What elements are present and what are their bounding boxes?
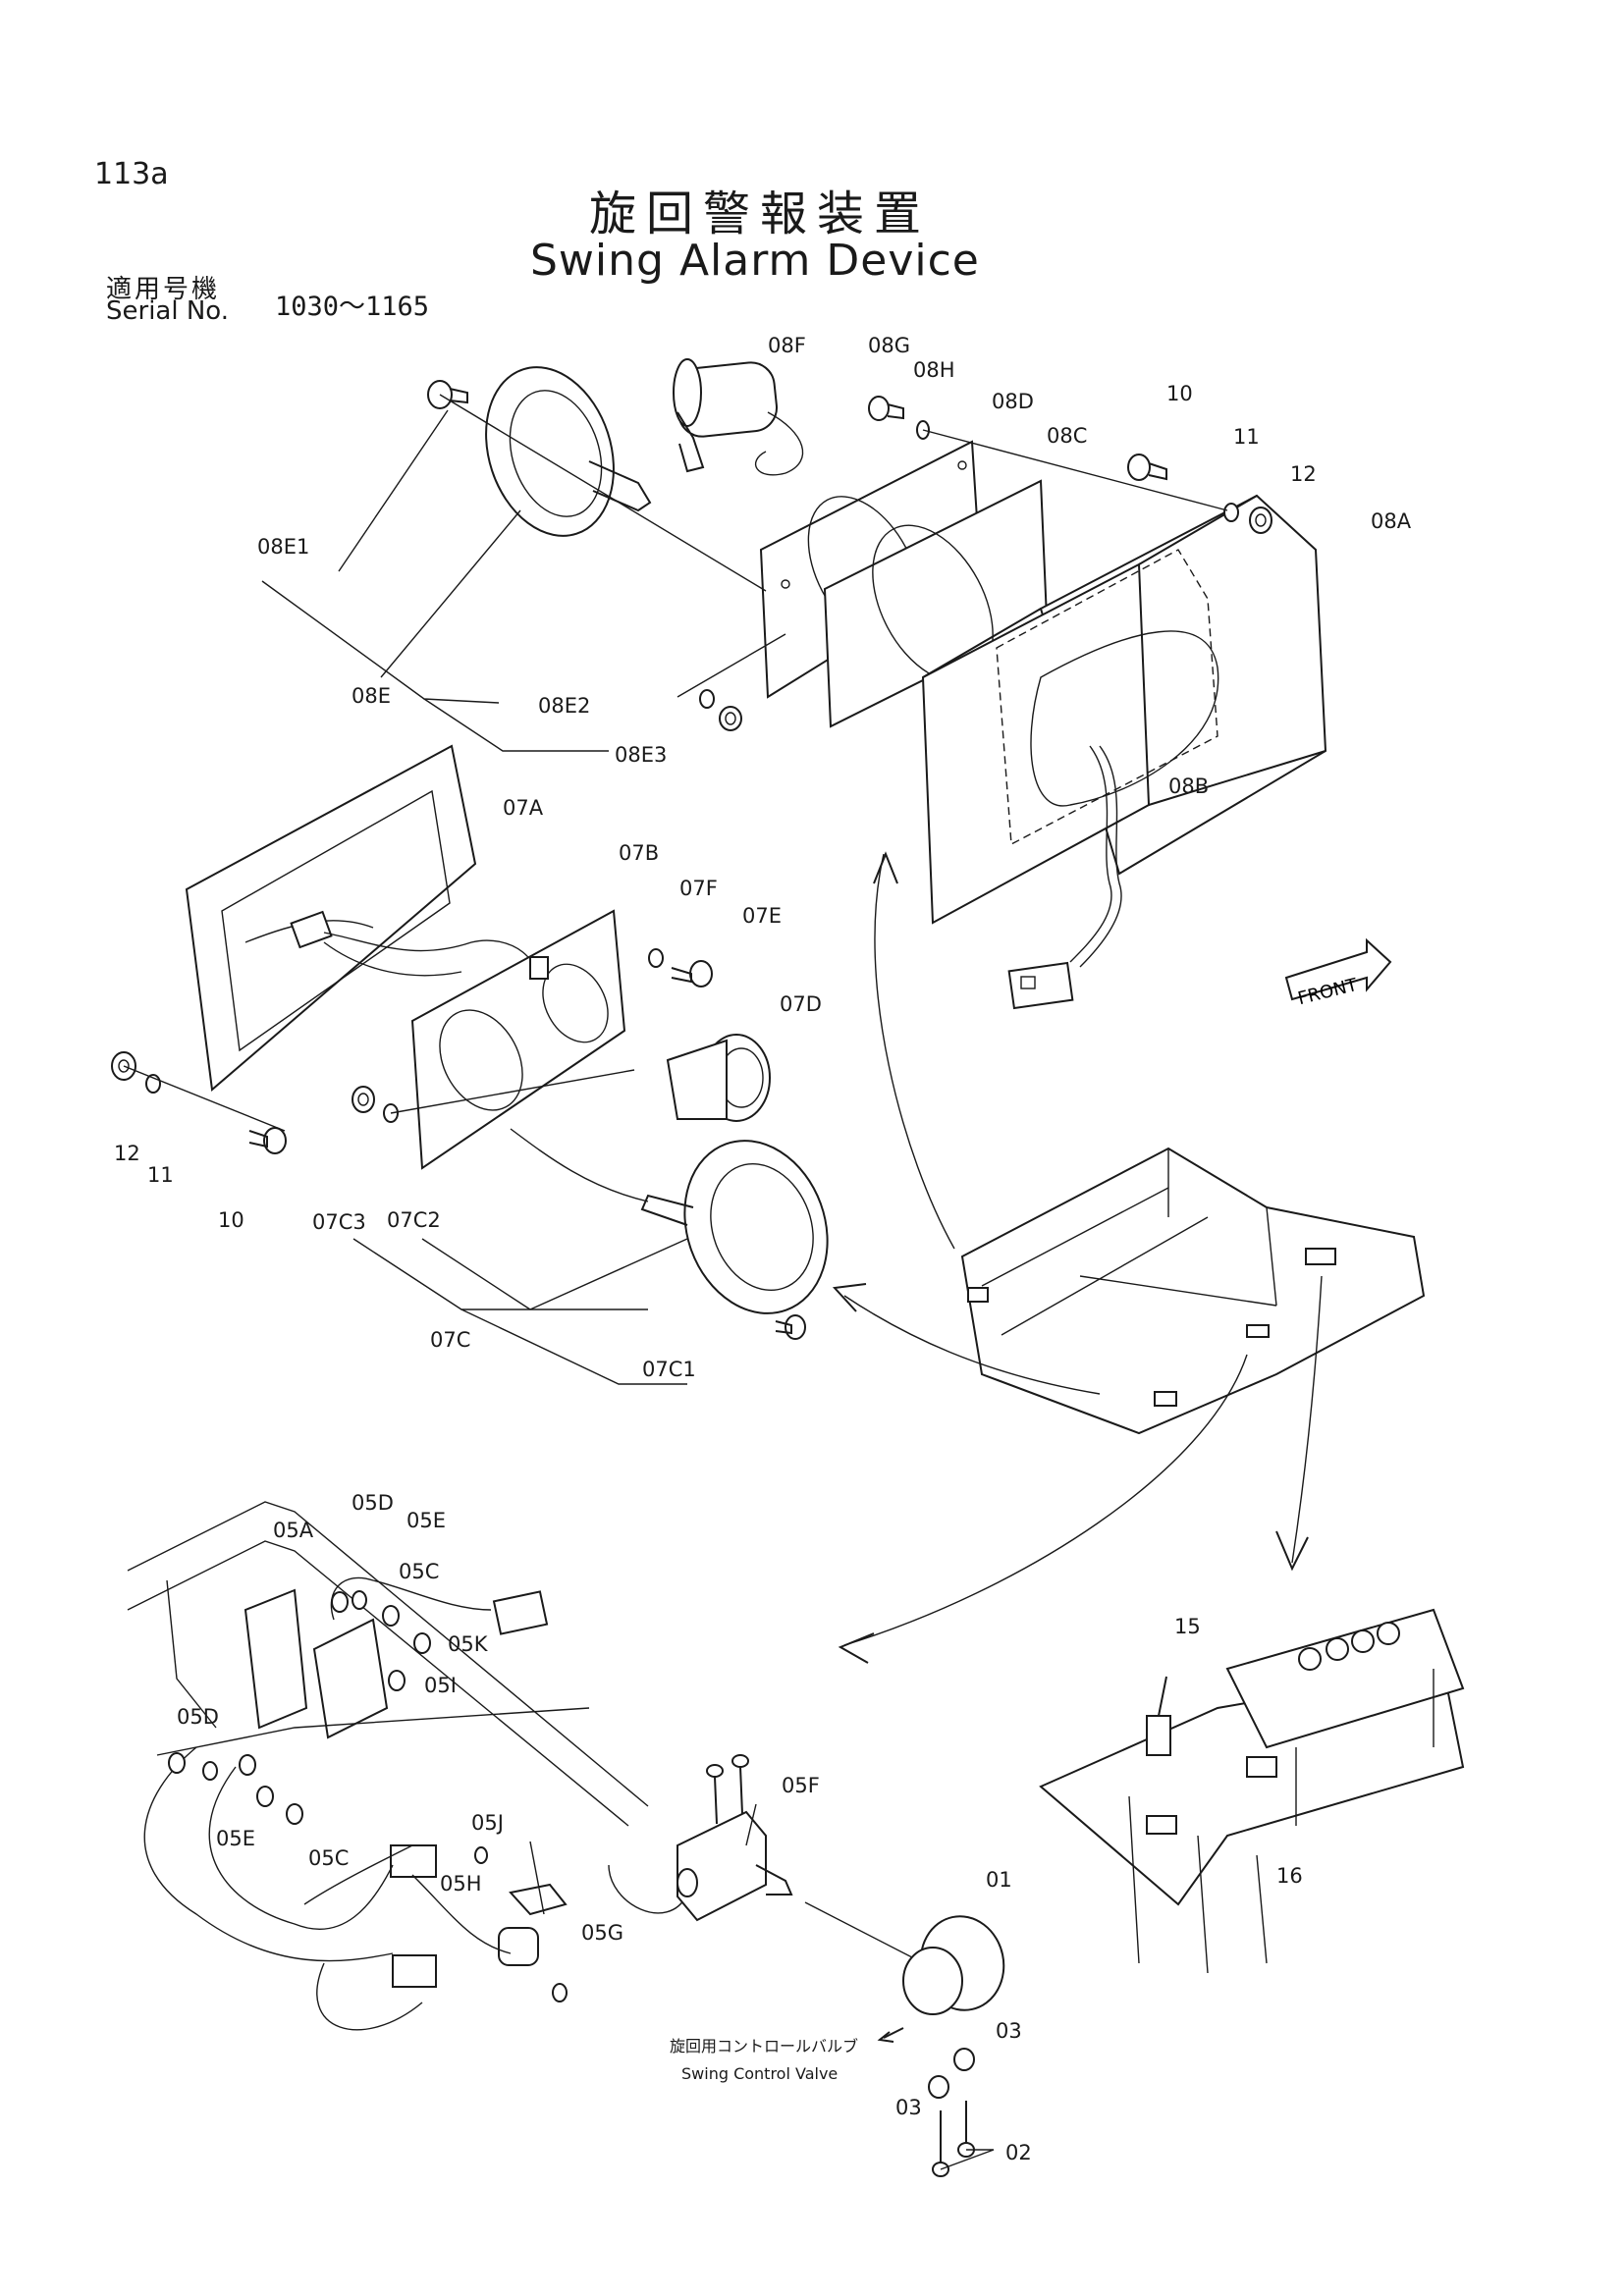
washer-03-icon bbox=[928, 2048, 975, 2099]
nut-07c3-icon bbox=[352, 1086, 375, 1113]
callout-07b: 07B bbox=[619, 841, 659, 865]
lamp-panel-assembly-07 bbox=[111, 744, 829, 1385]
callout-08e1: 08E1 bbox=[257, 535, 309, 559]
callout-05f: 05F bbox=[782, 1774, 820, 1797]
callout-02: 02 bbox=[1005, 2141, 1032, 2164]
callout-07f: 07F bbox=[679, 877, 718, 900]
lamp-07c-icon bbox=[510, 1128, 829, 1314]
pressure-switch-05f-icon bbox=[677, 1810, 793, 1922]
nut-08e3-icon bbox=[719, 706, 742, 731]
callout-07c: 07C bbox=[430, 1328, 470, 1352]
callout-07e: 07E bbox=[742, 904, 782, 928]
callout-07c1: 07C1 bbox=[642, 1358, 696, 1381]
serial-label-english: Serial No. bbox=[106, 296, 229, 326]
wire-harness-08b-icon bbox=[1007, 745, 1122, 1010]
callout-10-lower: 10 bbox=[218, 1208, 244, 1232]
bolt-10-icon bbox=[1127, 454, 1167, 481]
callout-05h: 05H bbox=[440, 1872, 482, 1896]
housing-box-08a-icon bbox=[921, 494, 1327, 925]
nut-12-icon bbox=[1249, 507, 1272, 534]
operator-cab-overview bbox=[960, 1147, 1426, 1435]
callout-05e-lower: 05E bbox=[216, 1827, 255, 1850]
alarm-housing-assembly-08 bbox=[261, 358, 1327, 1010]
connector-upper-icon bbox=[330, 1576, 549, 1635]
callout-05c-lower: 05C bbox=[308, 1846, 349, 1870]
callout-05g: 05G bbox=[581, 1921, 623, 1945]
washer-08e2-icon bbox=[699, 689, 715, 709]
callout-07c2: 07C2 bbox=[387, 1208, 441, 1232]
serial-range: 1030～1165 bbox=[275, 292, 430, 322]
control-valve-label-en: Swing Control Valve bbox=[681, 2064, 838, 2083]
bolts-05f-icon bbox=[706, 1754, 749, 1825]
callout-05d-upper: 05D bbox=[352, 1491, 394, 1515]
callout-12-upper: 12 bbox=[1290, 462, 1317, 486]
callout-05k: 05K bbox=[448, 1632, 489, 1656]
relay-05g-icon bbox=[498, 1883, 568, 1966]
reference-arrows bbox=[832, 851, 1323, 1664]
callout-08e2: 08E2 bbox=[538, 694, 590, 718]
title-japanese: 旋回警報装置 bbox=[589, 187, 932, 241]
callout-11-lower: 11 bbox=[147, 1163, 174, 1187]
callout-11-upper: 11 bbox=[1233, 425, 1260, 449]
callout-01: 01 bbox=[986, 1868, 1012, 1892]
callout-05e-upper: 05E bbox=[406, 1509, 446, 1532]
callout-16: 16 bbox=[1276, 1864, 1303, 1888]
title-english: Swing Alarm Device bbox=[530, 236, 980, 286]
callout-08e: 08E bbox=[352, 684, 391, 708]
buzzer-07d-icon bbox=[666, 1034, 771, 1122]
callout-12-lower: 12 bbox=[114, 1142, 140, 1165]
callout-08d: 08D bbox=[992, 390, 1034, 413]
control-valve-label-jp: 旋回用コントロールバルブ bbox=[670, 2037, 858, 2056]
bolt-08e1-icon bbox=[427, 380, 468, 409]
callout-05i: 05I bbox=[424, 1674, 457, 1697]
callout-10-upper: 10 bbox=[1166, 382, 1193, 405]
callout-08c: 08C bbox=[1047, 424, 1087, 448]
buzzer-08f-icon bbox=[673, 358, 804, 476]
page-number: 113a bbox=[94, 157, 169, 191]
callout-07c3: 07C3 bbox=[312, 1210, 366, 1234]
bolt-10-left-icon bbox=[248, 1127, 287, 1154]
washer-07f-icon bbox=[648, 948, 664, 968]
callout-05j: 05J bbox=[471, 1811, 504, 1835]
bolt-08g-icon bbox=[868, 396, 904, 421]
console-switch-assembly bbox=[1039, 1608, 1465, 1974]
plate-16-icon bbox=[1146, 1815, 1177, 1835]
washer-11-icon bbox=[1223, 503, 1239, 522]
callout-08f: 08F bbox=[768, 334, 806, 357]
connector-lower-icon bbox=[390, 1844, 437, 1988]
serial-label-japanese: 適用号機 bbox=[106, 275, 221, 304]
callout-15: 15 bbox=[1174, 1615, 1201, 1638]
front-direction-arrow bbox=[1284, 937, 1392, 1001]
callout-08h: 08H bbox=[913, 358, 955, 382]
bracket-05a-icon bbox=[244, 1588, 389, 1739]
callout-05a: 05A bbox=[273, 1519, 314, 1542]
wiring-assembly-05 bbox=[127, 1501, 793, 2031]
callout-08a: 08A bbox=[1371, 509, 1412, 533]
bracket-plate-07b-icon bbox=[410, 909, 626, 1170]
callout-05d-lower: 05D bbox=[177, 1705, 219, 1729]
callout-05c-upper: 05C bbox=[399, 1560, 439, 1583]
callout-03-lower: 03 bbox=[895, 2096, 922, 2119]
callout-08g: 08G bbox=[868, 334, 910, 357]
panel-wiring-icon bbox=[290, 910, 536, 992]
toggle-switch-15-icon bbox=[1146, 1676, 1171, 1756]
callout-08b: 08B bbox=[1168, 774, 1209, 798]
small-hardware-05-icons bbox=[168, 1590, 568, 2002]
callout-08e3: 08E3 bbox=[615, 743, 667, 767]
lamp-bezel-08e-icon bbox=[485, 366, 652, 537]
callout-03-upper: 03 bbox=[996, 2019, 1022, 2043]
screw-07c1-icon bbox=[775, 1314, 806, 1340]
callout-07a: 07A bbox=[503, 796, 544, 820]
valve-cap-01-icon bbox=[902, 1915, 1005, 2015]
panel-07a-icon bbox=[185, 744, 477, 1092]
callout-labels: 08F 08G 08H 08D 08C 10 11 12 08A 08E1 08… bbox=[114, 334, 1412, 2164]
callout-07d: 07D bbox=[780, 992, 822, 1016]
bolt-07e-icon bbox=[671, 960, 713, 988]
swing-valve-parts bbox=[804, 1901, 1005, 2177]
